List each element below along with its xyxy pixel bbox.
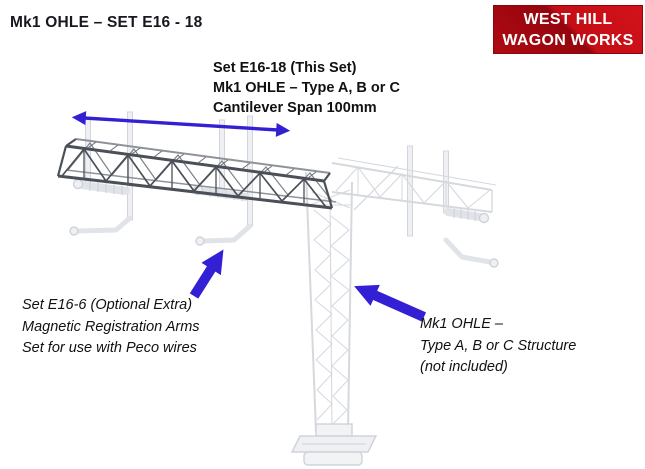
annotation-optional-extra-line2: Magnetic Registration Arms bbox=[22, 318, 200, 335]
annotation-optional-extra-line3: Set for use with Peco wires bbox=[22, 340, 197, 356]
not-included-pointer-arrow-icon bbox=[354, 284, 427, 322]
annotation-not-included-line3: (not included) bbox=[420, 359, 508, 375]
ghost-mast-base bbox=[290, 423, 378, 466]
annotation-optional-extra-line1: Set E16-6 (Optional Extra) bbox=[22, 297, 193, 313]
annotation-this-set-line1: Set E16-18 (This Set) bbox=[213, 60, 357, 76]
annotation-optional-extra: Set E16-6 (Optional Extra) Magnetic Regi… bbox=[22, 295, 200, 360]
ghost-truss-right bbox=[331, 157, 497, 213]
annotation-this-set: Set E16-18 (This Set) Mk1 OHLE – Type A,… bbox=[213, 58, 400, 118]
span-arrow-icon bbox=[71, 111, 291, 137]
page-title: Mk1 OHLE – SET E16 - 18 bbox=[10, 14, 203, 31]
annotation-not-included-line2: Type A, B or C Structure bbox=[420, 337, 577, 354]
annotation-not-included: Mk1 OHLE – Type A, B or C Structure (not… bbox=[420, 314, 576, 379]
annotation-this-set-line3: Cantilever Span 100mm bbox=[213, 100, 377, 116]
brand-name-line2: WAGON WORKS bbox=[502, 31, 634, 49]
annotation-arrows bbox=[71, 111, 427, 322]
brand-badge: WEST HILL WAGON WORKS bbox=[493, 5, 643, 54]
annotation-this-set-line2: Mk1 OHLE – Type A, B or C bbox=[213, 80, 400, 96]
brand-name-line1: WEST HILL bbox=[523, 10, 613, 28]
cantilever-truss bbox=[56, 138, 337, 210]
optional-extra-pointer-arrow-icon bbox=[189, 249, 224, 299]
annotation-not-included-line1: Mk1 OHLE – bbox=[420, 316, 503, 332]
ghost-mast bbox=[305, 165, 399, 433]
